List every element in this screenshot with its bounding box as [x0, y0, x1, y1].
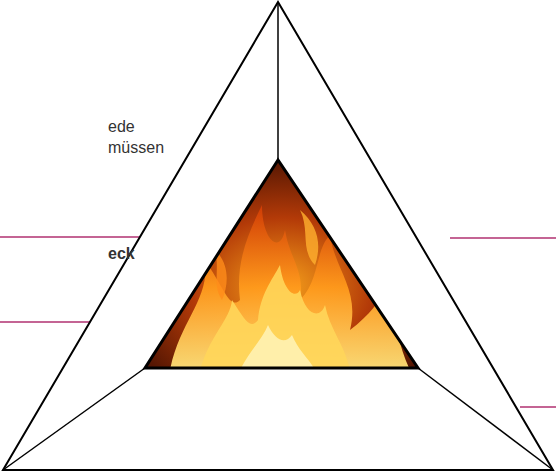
inner-triangle [145, 160, 418, 368]
text-fragment: müssen [108, 138, 164, 158]
fire-image [140, 155, 425, 375]
outer-triangle [3, 2, 553, 470]
connector-lines [3, 2, 553, 470]
text-fragment: eck [108, 244, 135, 264]
text-fragment: ede [108, 117, 135, 137]
